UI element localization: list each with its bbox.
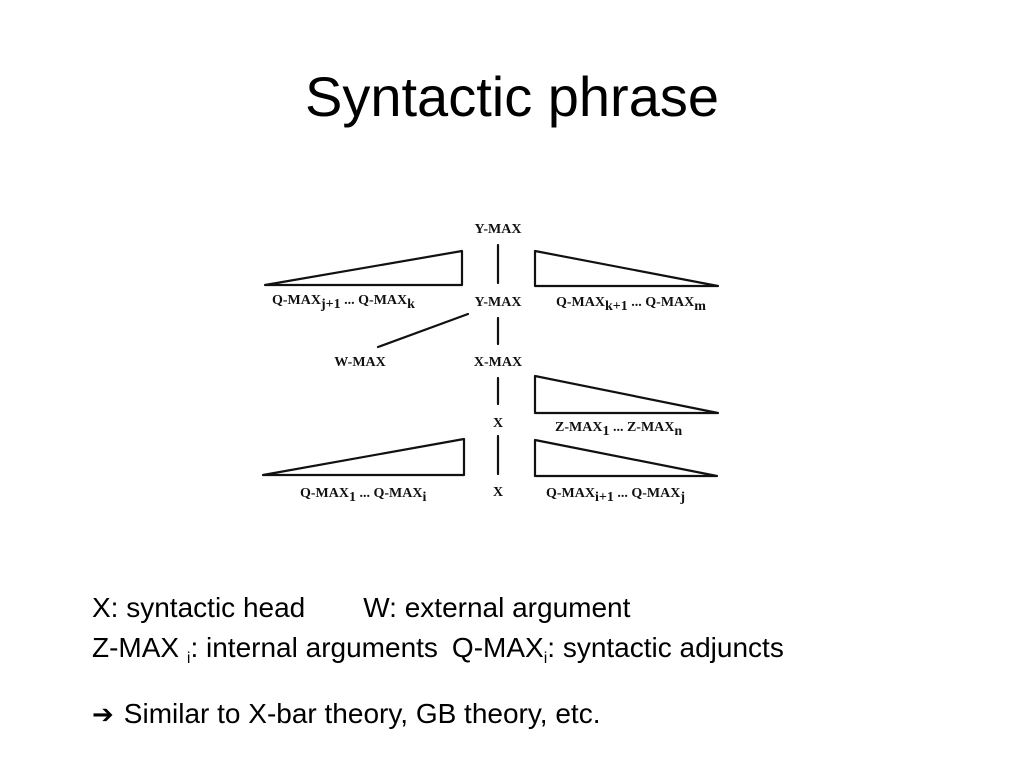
q-left-bottom-triangle	[261, 437, 466, 477]
node-x-bottom: X	[493, 485, 503, 500]
label-z-right-b-sub: n	[674, 424, 682, 439]
label-z-right-mid: ... Z-MAX	[609, 420, 674, 435]
label-q-left-bottom-mid: ... Q-MAX	[356, 486, 423, 501]
label-q-left-top-mid: ... Q-MAX	[341, 293, 408, 308]
label-q-right-bottom-b-sub: j	[679, 490, 685, 505]
label-q-right-top-mid: ... Q-MAX	[628, 295, 695, 310]
label-q-left-top: Q-MAXj+1 ... Q-MAXk	[272, 293, 415, 312]
legend-internal-sub: i	[186, 650, 191, 667]
label-q-right-bottom-mid: ... Q-MAX	[614, 486, 681, 501]
label-q-left-bottom-a-sub: 1	[349, 490, 356, 505]
label-z-right-a-sub: 1	[602, 424, 609, 439]
label-q-right-top-b-sub: m	[694, 299, 706, 314]
legend-internal-suffix: : internal arguments	[190, 632, 438, 663]
q-right-top-triangle	[533, 249, 720, 288]
legend-head: X: syntactic head	[92, 592, 306, 623]
label-q-right-bottom-a-sub: i+1	[595, 490, 614, 505]
label-z-right: Z-MAX1 ... Z-MAXn	[555, 420, 682, 439]
label-q-right-top-a: Q-MAX	[556, 295, 605, 310]
conclusion-text: Similar to X-bar theory, GB theory, etc.	[123, 698, 601, 729]
label-q-left-top-b-sub: k	[407, 297, 415, 312]
label-q-left-bottom-b-sub: i	[423, 490, 427, 505]
label-z-right-a: Z-MAX	[555, 420, 602, 435]
legend-adjunct-sub: i	[543, 650, 548, 667]
node-x-max: X-MAX	[474, 355, 522, 370]
legend-external: W: external argument	[363, 592, 631, 623]
label-q-left-bottom-a: Q-MAX	[300, 486, 349, 501]
node-w-max: W-MAX	[334, 355, 386, 370]
legend-row-1: X: syntactic head W: external argument	[92, 588, 784, 628]
label-q-right-bottom: Q-MAXi+1 ... Q-MAXj	[546, 486, 685, 505]
w-max-branch-line	[376, 312, 470, 349]
q-left-top-triangle	[263, 249, 464, 287]
node-y-max-mid: Y-MAX	[475, 295, 522, 310]
legend-internal-prefix: Z-MAX	[92, 632, 180, 663]
label-q-left-top-a: Q-MAX	[272, 293, 321, 308]
legend: X: syntactic head W: external argument Z-…	[92, 588, 784, 668]
label-q-left-top-a-sub: j+1	[320, 297, 341, 312]
node-x-mid: X	[493, 416, 503, 431]
label-q-right-bottom-a: Q-MAX	[546, 486, 595, 501]
node-y-max-top: Y-MAX	[475, 222, 522, 237]
q-right-bottom-triangle	[533, 438, 719, 478]
arrow-right-icon: ➔	[92, 700, 114, 730]
label-q-right-top-a-sub: k+1	[605, 299, 628, 314]
label-q-left-bottom: Q-MAX1 ... Q-MAXi	[300, 486, 427, 505]
label-q-right-top: Q-MAXk+1 ... Q-MAXm	[556, 295, 706, 314]
slide-title: Syntactic phrase	[305, 65, 719, 128]
legend-adjunct-suffix: : syntactic adjuncts	[547, 632, 784, 663]
conclusion: ➔ Similar to X-bar theory, GB theory, etc…	[92, 694, 600, 735]
z-right-triangle	[533, 374, 720, 415]
legend-adjunct-prefix: Q-MAX	[451, 632, 544, 663]
